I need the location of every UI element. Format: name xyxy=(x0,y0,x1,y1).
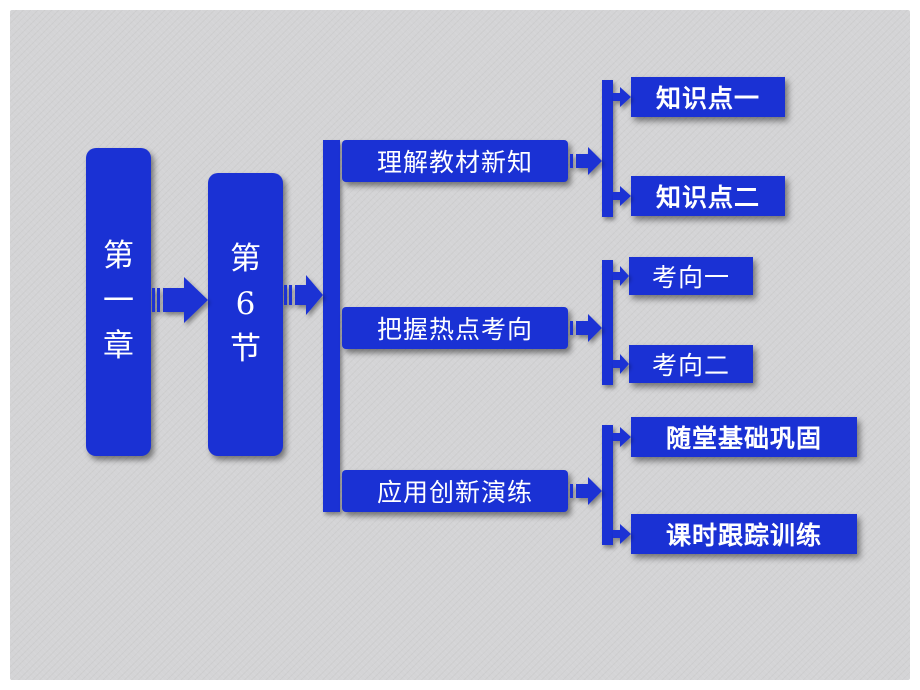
leaf-after-class-training: 课时跟踪训练 xyxy=(631,514,857,554)
leaf-knowledge-point-2: 知识点二 xyxy=(631,176,785,216)
chapter-char-2: 一 xyxy=(103,283,134,319)
section-box: 第 6 节 xyxy=(208,173,283,456)
arrow-leaf-6 xyxy=(613,524,631,544)
leaf-knowledge-point-1: 知识点一 xyxy=(631,77,785,117)
arrow-leaf-4 xyxy=(613,354,629,374)
arrow-chapter-to-section xyxy=(152,277,208,323)
branch-box-practice: 应用创新演练 xyxy=(342,470,568,512)
arrow-branch-3 xyxy=(570,477,602,505)
section-char-2: 6 xyxy=(235,286,256,322)
arrow-leaf-2 xyxy=(613,186,631,206)
arrow-section-to-branches xyxy=(284,275,323,315)
arrow-branch-2 xyxy=(570,314,602,342)
section-bracket-bar xyxy=(323,140,340,512)
chapter-box: 第 一 章 xyxy=(86,148,151,456)
arrow-branch-1 xyxy=(570,147,602,175)
leaf-exam-direction-2: 考向二 xyxy=(629,345,753,383)
leaf-classroom-consolidation: 随堂基础巩固 xyxy=(631,417,857,457)
sub-bracket-bar-2 xyxy=(602,260,613,385)
branch-box-understand: 理解教材新知 xyxy=(342,140,568,182)
leaf-exam-direction-1: 考向一 xyxy=(629,257,753,295)
arrow-leaf-1 xyxy=(613,87,631,107)
section-char-3: 节 xyxy=(230,331,261,367)
section-char-1: 第 xyxy=(230,241,261,277)
sub-bracket-bar-3 xyxy=(602,425,613,545)
arrow-leaf-5 xyxy=(613,427,631,447)
branch-box-hotspots: 把握热点考向 xyxy=(342,307,568,349)
sub-bracket-bar-1 xyxy=(602,80,613,217)
arrow-leaf-3 xyxy=(613,266,629,286)
chapter-char-1: 第 xyxy=(103,238,134,274)
chapter-char-3: 章 xyxy=(103,328,134,364)
